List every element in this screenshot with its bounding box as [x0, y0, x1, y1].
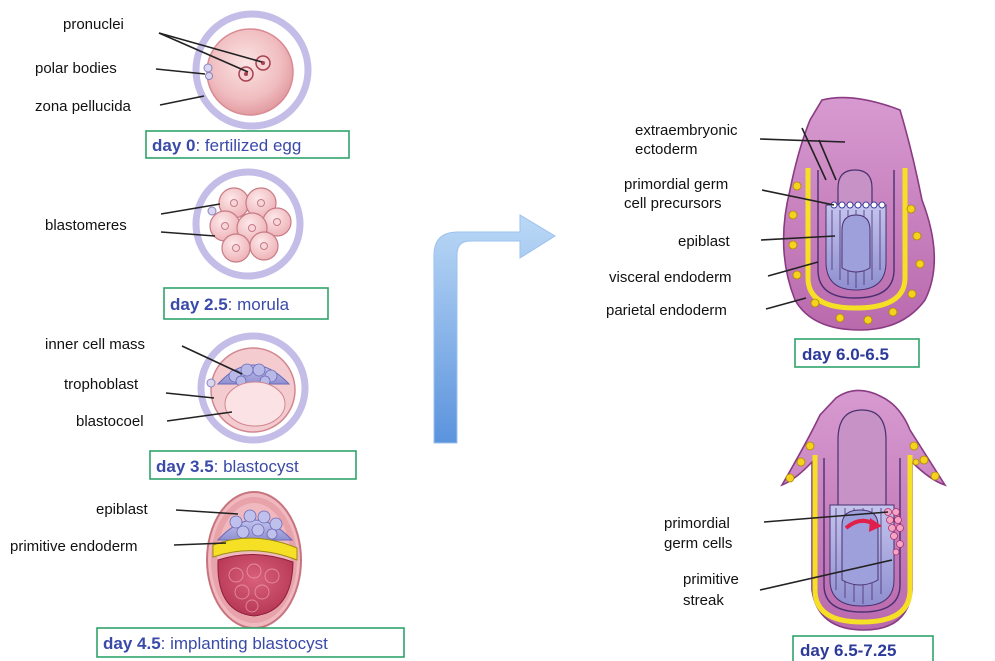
morula	[196, 172, 300, 276]
label-pgc-precursors-1: primordial germ	[624, 176, 728, 193]
label-epiblast-right: epiblast	[678, 233, 731, 250]
label-primitive: primitive	[683, 571, 739, 588]
label-zona-pellucida: zona pellucida	[35, 98, 132, 115]
progression-arrow	[434, 215, 555, 443]
day45-labels: epiblast primitive endoderm	[10, 501, 238, 555]
label-parietal-endoderm: parietal endoderm	[606, 302, 727, 319]
label-ectoderm: ectoderm	[635, 141, 698, 158]
caption-day65: day 6.5-7.25	[793, 636, 933, 661]
caption-day0: day 0: fertilized egg	[146, 131, 349, 158]
label-visceral-endoderm: visceral endoderm	[609, 269, 732, 286]
label-blastomeres: blastomeres	[45, 217, 127, 234]
egg-cylinder-early	[784, 98, 935, 330]
label-pronuclei: pronuclei	[63, 16, 124, 33]
svg-text:day 6.5-7.25: day 6.5-7.25	[800, 641, 896, 660]
svg-text:day 2.5: morula: day 2.5: morula	[170, 295, 290, 314]
label-streak: streak	[683, 592, 724, 609]
label-trophoblast: trophoblast	[64, 376, 139, 393]
label-polar-bodies: polar bodies	[35, 60, 117, 77]
caption-day25: day 2.5: morula	[164, 288, 328, 319]
label-inner-cell-mass: inner cell mass	[45, 336, 145, 353]
label-germ-cells: germ cells	[664, 535, 732, 552]
svg-text:day 0: fertilized egg: day 0: fertilized egg	[152, 136, 301, 155]
label-epiblast: epiblast	[96, 501, 149, 518]
svg-text:day 3.5: blastocyst: day 3.5: blastocyst	[156, 457, 299, 476]
label-pgc-precursors-2: cell precursors	[624, 195, 722, 212]
label-primitive-endoderm: primitive endoderm	[10, 538, 138, 555]
label-extraembryonic: extraembryonic	[635, 122, 738, 139]
fertilized-egg	[196, 14, 308, 126]
caption-day6: day 6.0-6.5	[795, 339, 919, 367]
caption-day35: day 3.5: blastocyst	[150, 451, 356, 479]
blastocyst	[201, 336, 305, 440]
svg-text:day 6.0-6.5: day 6.0-6.5	[802, 345, 889, 364]
label-blastocoel: blastocoel	[76, 413, 144, 430]
svg-text:day 4.5: implanting blastocyst: day 4.5: implanting blastocyst	[103, 634, 328, 653]
caption-day45: day 4.5: implanting blastocyst	[97, 628, 404, 657]
label-primordial: primordial	[664, 515, 730, 532]
egg-cylinder-late	[782, 390, 945, 630]
